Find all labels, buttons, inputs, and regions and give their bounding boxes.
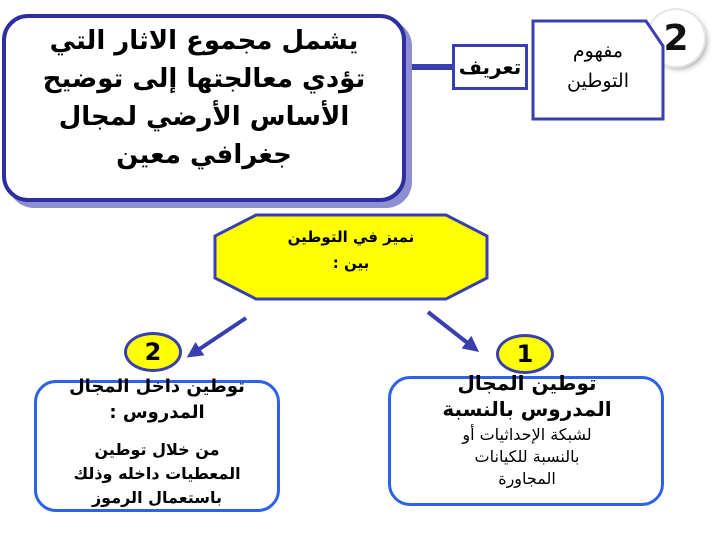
branch-left-body-3: باستعمال الرموز	[91, 488, 223, 507]
branch-right-body-2: بالنسبة للكيانات	[474, 447, 580, 466]
branch-right-number: 1	[496, 334, 554, 374]
definition-line-1: يشمل مجموع الاثار التي	[49, 26, 359, 56]
definition-box	[2, 14, 406, 202]
distinguish-line-1: نميز في التوطين	[287, 228, 415, 246]
branch-right-box	[388, 376, 664, 506]
branch-left-box	[34, 380, 280, 512]
branch-left-body-1: من خلال توطين	[94, 440, 220, 459]
branch-left-number: 2	[124, 332, 182, 372]
concept-box	[531, 19, 665, 121]
distinguish-line-2: بين :	[332, 254, 370, 272]
branch-right-title-2: المدروس بالنسبة	[442, 397, 612, 421]
branch-right-title: توطين المجال المدروس بالنسبة	[400, 370, 654, 422]
concept-line-1: مفهوم	[572, 40, 624, 62]
branch-left-title-2: المدروس :	[109, 402, 205, 423]
definition-tag: تعريف	[452, 44, 528, 90]
branch-left-title: توطين داخل المجال المدروس :	[42, 374, 272, 426]
definition-line-3: الأساس الأرضي لمجال	[58, 102, 350, 132]
concept-line-2: التوطين	[567, 70, 629, 92]
definition-line-4: جغرافي معين	[116, 140, 292, 170]
branch-right-body: لشبكة الإحداثيات أو بالنسبة للكيانات الم…	[400, 424, 654, 490]
branch-left-body: من خلال توطين المعطيات داخله وذلك باستعم…	[42, 438, 272, 510]
definition-line-2: تؤدي معالجتها إلى توضيح	[42, 64, 366, 94]
connector-line	[400, 64, 454, 70]
distinguish-text: نميز في التوطين بين :	[262, 224, 440, 276]
arrow-right	[426, 310, 480, 352]
branch-left-title-1: توطين داخل المجال	[69, 376, 245, 397]
branch-left-body-2: المعطيات داخله وذلك	[73, 464, 241, 483]
branch-right-title-1: توطين المجال	[457, 371, 597, 395]
branch-right-body-3: المجاورة	[498, 469, 556, 488]
concept-label: مفهوم التوطين	[548, 36, 648, 96]
distinguish-octagon	[213, 213, 489, 301]
arrow-left	[186, 316, 248, 358]
branch-right-body-1: لشبكة الإحداثيات أو	[462, 425, 592, 444]
definition-text: يشمل مجموع الاثار التي تؤدي معالجتها إلى…	[22, 22, 386, 174]
